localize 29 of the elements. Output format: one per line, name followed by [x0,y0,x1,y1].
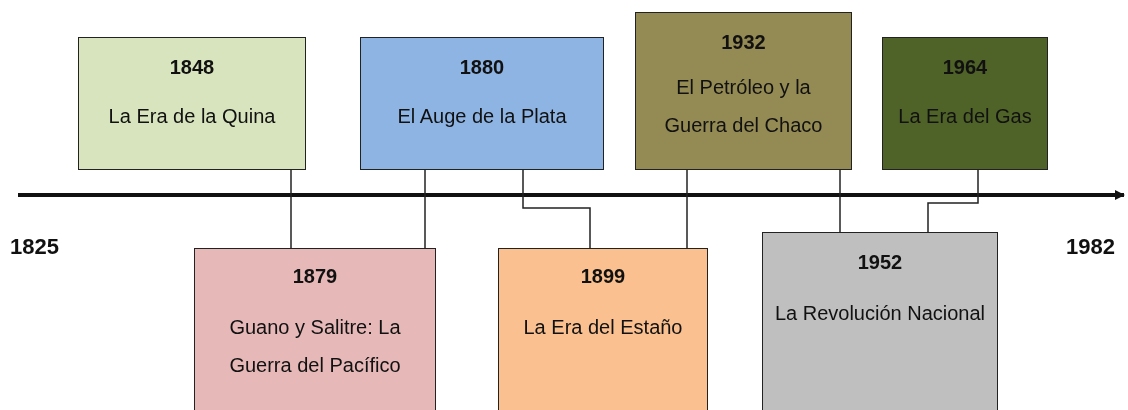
event-box [762,232,998,410]
event-title: El Auge de la Plata [397,104,567,129]
connector-line [839,169,841,233]
event-box [78,37,306,170]
event-title: El Petróleo y la Guerra del Chaco [663,75,824,138]
event-title: La Era de la Quina [108,104,276,129]
event-title: La Era del Gas [898,104,1032,129]
connector-line [522,169,591,249]
year-heading: 1932 [721,31,766,54]
axis-year-label: 1825 [10,234,59,260]
year-heading: 1879 [292,265,338,288]
connector-line [424,169,426,249]
event-box [635,12,852,170]
event-box [498,248,708,410]
year-heading: 1880 [459,56,505,79]
event-title: La Revolución Nacional [774,301,986,326]
event-title: La Era del Estaño [523,315,683,340]
axis-year-label: 1982 [1066,234,1115,260]
event-box [194,248,436,410]
connector-line [686,169,688,249]
year-heading: 1899 [580,265,626,288]
year-heading: 1848 [169,56,215,79]
event-box [360,37,604,170]
year-heading: 1964 [942,56,988,79]
event-title: Guano y Salitre: La Guerra del Pacífico [228,315,402,378]
connector-line [290,169,292,249]
event-box [882,37,1048,170]
year-heading: 1952 [857,251,903,274]
connector-line [927,169,979,233]
